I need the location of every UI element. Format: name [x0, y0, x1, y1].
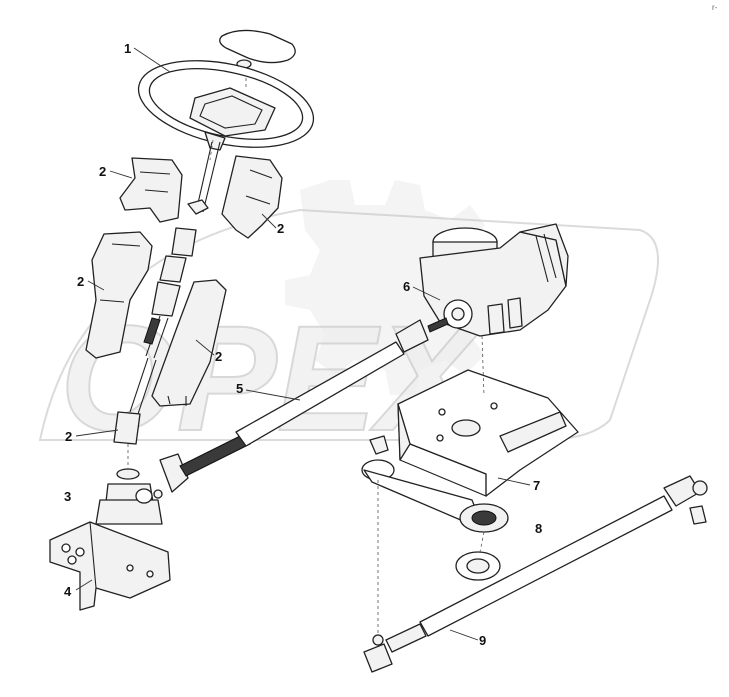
gearbox-valve-block — [519, 223, 569, 287]
horn-pad-cap — [219, 29, 296, 64]
support-bearing — [135, 488, 153, 504]
callout-leaders — [75, 47, 531, 641]
pitman-nut — [369, 435, 389, 455]
lower-shroud-right — [151, 279, 227, 407]
intermediate-shaft — [159, 319, 429, 493]
callouts: 1 2 2 2 2 2 3 4 5 6 7 8 9 — [64, 41, 542, 648]
shaft-tube — [235, 341, 405, 447]
steering-wheel — [137, 29, 315, 151]
pitman-arm — [361, 435, 509, 581]
column-joint-upper — [171, 227, 197, 257]
callout-2-column: 2 — [65, 429, 72, 444]
drag-link — [363, 475, 708, 673]
wheel-hub-boss — [204, 131, 226, 151]
column-joint-mid — [159, 255, 187, 283]
gearbox-port-2 — [507, 297, 523, 329]
gearbox-port-1 — [487, 303, 505, 335]
drag-link-clamp-left — [385, 623, 427, 653]
corner-mark: r- — [712, 3, 718, 12]
callout-7: 7 — [533, 478, 540, 493]
shaft-upper-yoke — [395, 319, 429, 353]
steering-gearbox — [419, 223, 569, 337]
support-base — [95, 499, 163, 525]
watermark-swoosh — [38, 208, 659, 441]
callout-2-lower-right: 2 — [215, 349, 222, 364]
upper-shroud-right — [221, 155, 283, 239]
drag-link-end-left — [363, 643, 393, 673]
column-spline — [143, 317, 161, 345]
callout-3: 3 — [64, 489, 71, 504]
callout-6: 6 — [403, 279, 410, 294]
callout-5: 5 — [236, 381, 243, 396]
bracket-slot — [499, 411, 567, 453]
gearbox-bracket — [397, 369, 579, 497]
column-clip — [187, 199, 209, 215]
drag-link-tube — [419, 495, 673, 637]
column-shrouds — [85, 155, 283, 407]
callout-2-lower-left: 2 — [77, 274, 84, 289]
callout-2-upper-right: 2 — [277, 221, 284, 236]
drag-link-stud-right — [689, 505, 707, 525]
callout-8: 8 — [535, 521, 542, 536]
steering-column — [113, 141, 221, 445]
support-cap — [116, 468, 140, 480]
column-bearing — [151, 281, 181, 317]
bracket-center-hole — [451, 419, 481, 437]
gearbox-input-shaft — [427, 317, 449, 333]
callout-2-upper-left: 2 — [99, 164, 106, 179]
column-lower-joint — [113, 411, 141, 445]
lower-shroud-left — [85, 231, 153, 359]
assembly-lines — [127, 78, 485, 636]
callout-1: 1 — [124, 41, 131, 56]
shaft-lower-yoke — [159, 453, 189, 493]
column-support — [95, 468, 163, 525]
callout-9: 9 — [479, 633, 486, 648]
callout-4: 4 — [64, 584, 72, 599]
